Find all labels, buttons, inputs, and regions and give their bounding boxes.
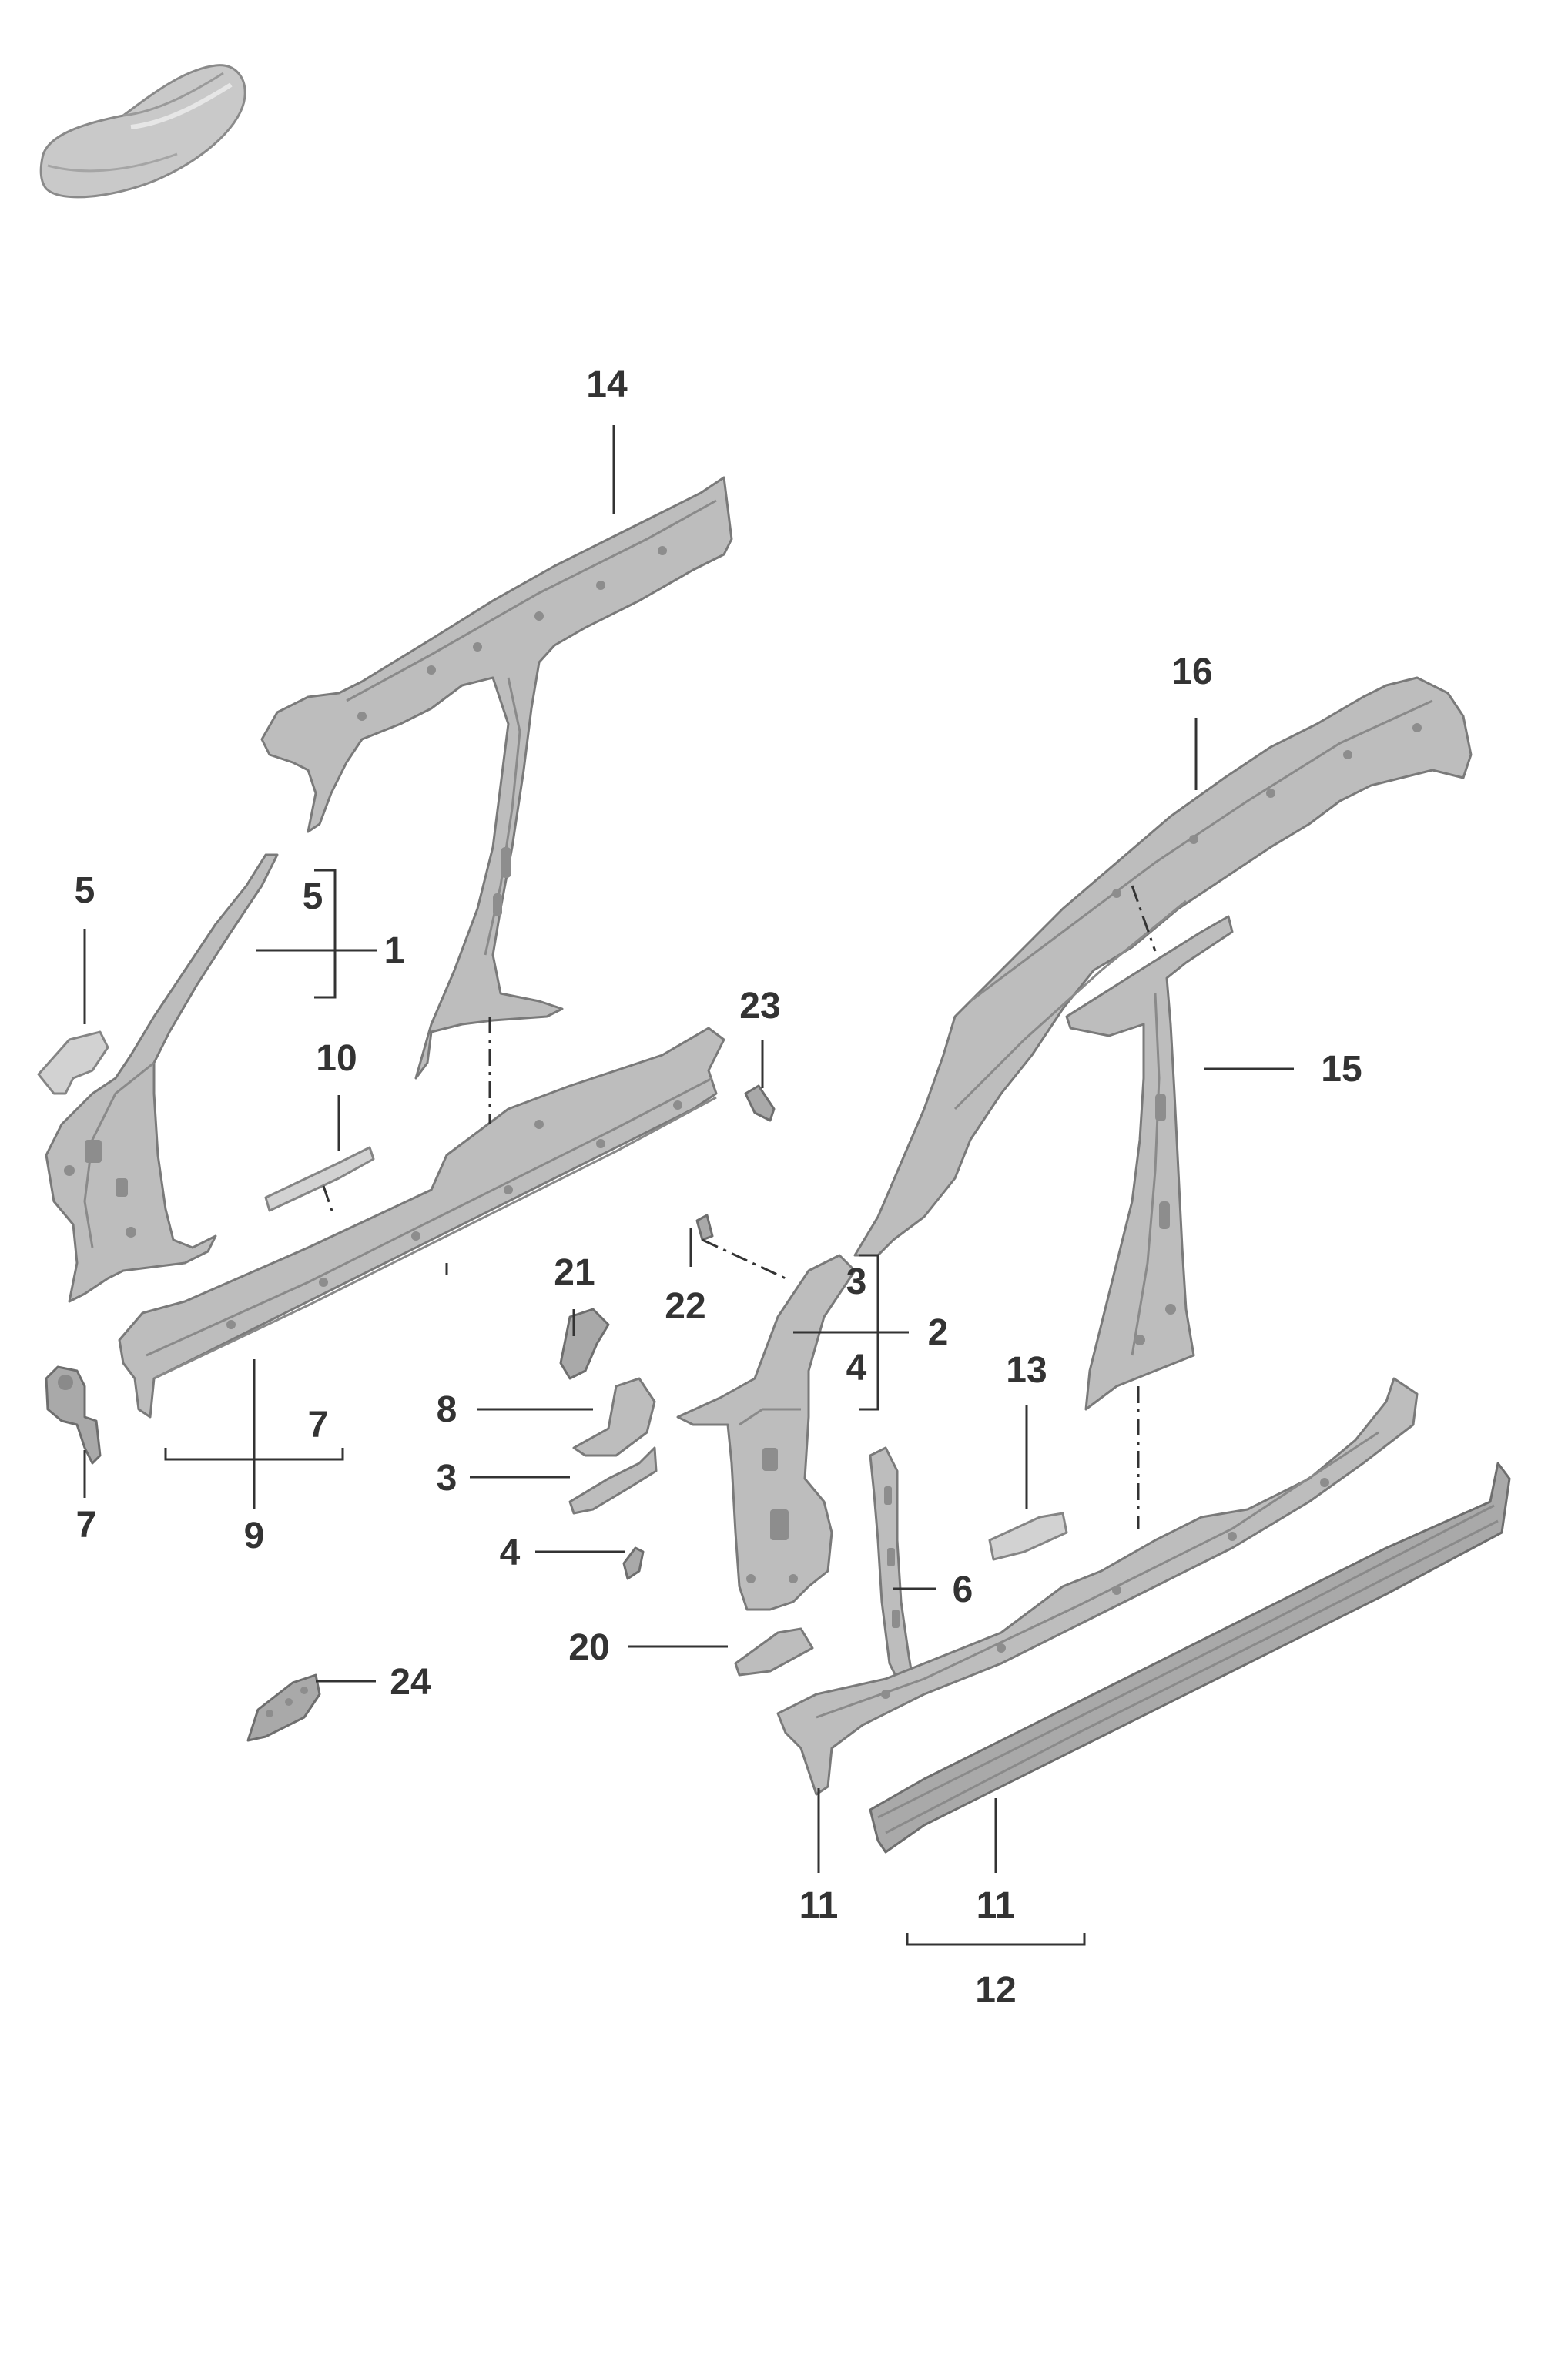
callout-20: 20: [568, 1627, 609, 1668]
callout-7: 7: [308, 1405, 329, 1445]
align-line-22-2: [702, 1238, 786, 1280]
callout-5: 5: [75, 870, 95, 911]
callout-13: 13: [1006, 1350, 1047, 1391]
callout-5: 5: [303, 876, 323, 917]
part-11-inner-sill: [776, 1377, 1419, 1796]
callout-14: 14: [586, 364, 628, 405]
align-line-10-9: [322, 1185, 334, 1214]
part-21-bracket: [559, 1308, 610, 1380]
callout-23: 23: [739, 986, 780, 1027]
part-13-block: [988, 1512, 1068, 1561]
bracket-3-4: [859, 1254, 879, 1411]
part-8-bracket: [572, 1377, 656, 1457]
part-20-panel: [734, 1627, 814, 1677]
part-16-right-roof-frame: [853, 676, 1473, 1257]
car-thumbnail-icon: [39, 64, 246, 199]
part-5-bracket: [37, 1030, 109, 1095]
part-11-outer-sill: [869, 1462, 1511, 1854]
callout-8: 8: [437, 1389, 457, 1430]
callout-22: 22: [665, 1286, 705, 1327]
part-4-bracket: [622, 1546, 645, 1580]
callout-7: 7: [76, 1505, 97, 1546]
part-7-bracket: [45, 1365, 102, 1465]
part-24-plate: [246, 1673, 321, 1742]
callout-4: 4: [500, 1533, 521, 1573]
callout-10: 10: [316, 1038, 357, 1079]
part-14-roof-frame: [260, 476, 733, 1080]
bracket-7-9: [164, 1448, 344, 1461]
part-9-left-sill: [118, 1027, 725, 1419]
part-15-right-b-pillar: [1065, 915, 1234, 1411]
callout-4: 4: [846, 1348, 867, 1389]
part-1-a-pillar: [45, 853, 279, 1303]
bracket-11-12: [906, 1933, 1086, 1946]
part-10-reinforcement: [264, 1146, 375, 1212]
align-line-16-15: [1131, 885, 1157, 952]
part-23-clip: [744, 1084, 776, 1122]
callout-24: 24: [390, 1662, 431, 1703]
part-2-b-pillar-lower: [676, 1254, 856, 1611]
callout-2: 2: [928, 1312, 949, 1353]
callout-9: 9: [244, 1516, 265, 1556]
callout-3: 3: [437, 1458, 457, 1499]
callout-11: 11: [977, 1885, 1016, 1926]
bracket-5-1: [314, 869, 337, 999]
callout-12: 12: [975, 1970, 1016, 2011]
part-3-reinforcement: [568, 1446, 658, 1515]
callout-16: 16: [1171, 652, 1212, 692]
part-22-pin: [695, 1214, 714, 1241]
callout-15: 15: [1321, 1049, 1362, 1090]
part-6-reinforcement: [869, 1446, 914, 1688]
callout-11: 11: [799, 1885, 839, 1926]
callout-21: 21: [554, 1252, 595, 1293]
callout-6: 6: [953, 1569, 973, 1610]
callout-1: 1: [384, 930, 405, 971]
callout-3: 3: [846, 1261, 867, 1302]
